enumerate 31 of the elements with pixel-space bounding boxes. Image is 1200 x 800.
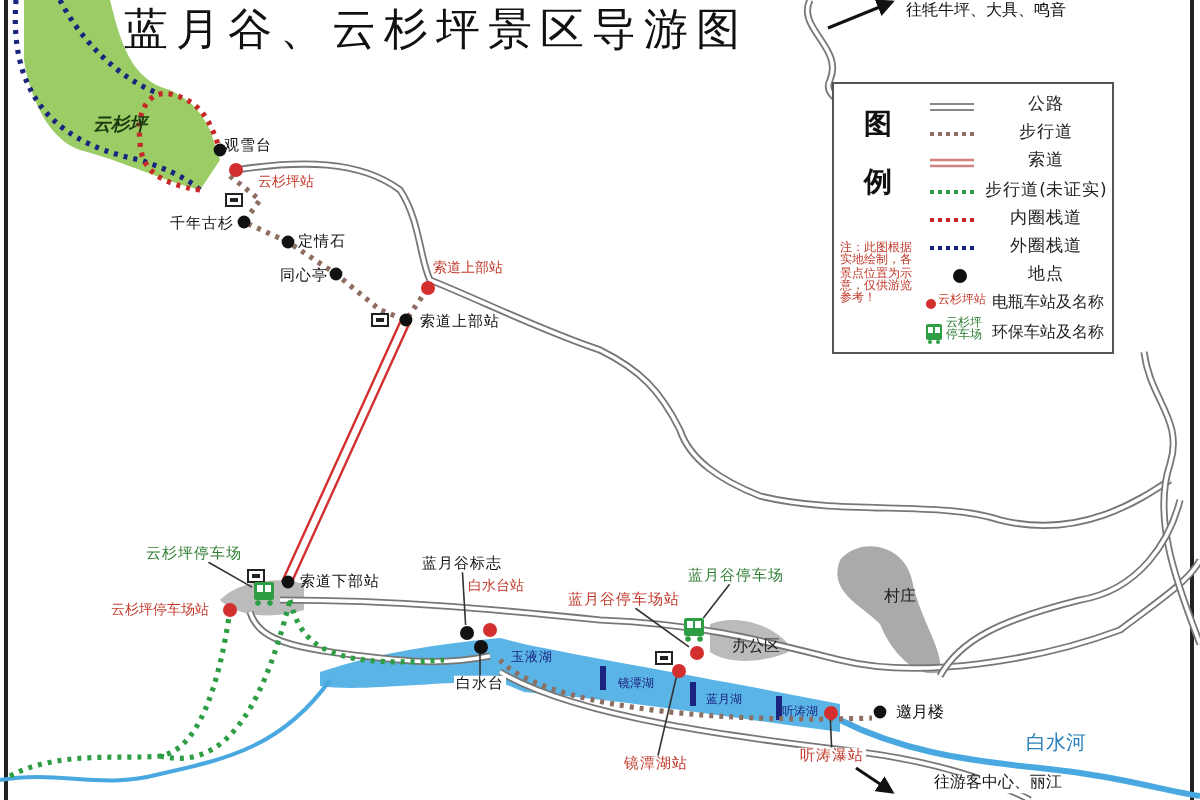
area-label: 村庄: [884, 589, 916, 607]
direction-label: 往游客中心、丽江: [932, 775, 1064, 793]
place-dot: [459, 625, 473, 639]
leader-line: [657, 676, 678, 757]
leader-line: [829, 718, 833, 749]
station-dot: [689, 645, 703, 659]
legend-text: 内圈栈道: [1010, 210, 1082, 229]
direction-label: 往牦牛坪、大具、鸣音: [906, 3, 1066, 21]
legend-text: 公路: [1028, 96, 1064, 116]
legend-heading: 例: [864, 168, 892, 200]
leader-line: [461, 571, 467, 626]
legend-text: 环保车站及名称: [992, 324, 1104, 342]
legend-heading: 图: [864, 110, 892, 142]
leader-line: [479, 652, 481, 677]
station-dot: [671, 663, 685, 677]
legend-text: 电瓶车站及名称: [992, 296, 1104, 314]
place-label: 邀月楼: [896, 705, 944, 723]
area-label: 办公区: [732, 639, 780, 657]
river-label: 白水河: [1026, 733, 1086, 755]
legend-text: 外圈栈道: [1010, 238, 1082, 258]
legend-text: 地点: [1028, 267, 1064, 286]
area-label: 云杉坪: [93, 118, 147, 138]
leader-line: [702, 583, 731, 619]
map-title: 蓝月谷、云杉坪景区导游图: [124, 7, 748, 57]
bus-icon: [252, 582, 276, 606]
leader-line: [634, 607, 690, 648]
legend-text: 步行道(未证实): [985, 181, 1107, 201]
legend-text: 步行道: [1019, 125, 1073, 144]
legend-text: 索道: [1028, 153, 1064, 173]
leader-line: [207, 561, 253, 588]
bus-icon: [682, 618, 706, 642]
